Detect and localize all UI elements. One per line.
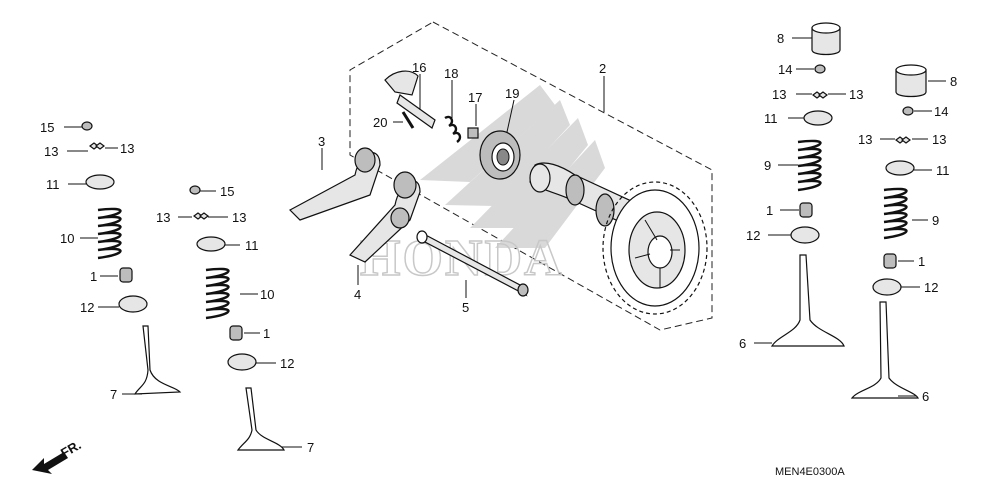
callout-13: 13 [232, 210, 246, 225]
valve-spring-left [97, 207, 122, 260]
callout-8: 8 [950, 74, 957, 89]
valve-left-inner [236, 387, 285, 451]
valve-spring-left-inner [205, 267, 230, 320]
callout-9: 9 [932, 213, 939, 228]
spring-seat-right-outer [872, 278, 902, 296]
callout-13: 13 [772, 87, 786, 102]
callout-19: 19 [505, 86, 519, 101]
callout-1: 1 [263, 326, 270, 341]
decompressor-weight [384, 70, 436, 129]
callout-15: 15 [220, 184, 234, 199]
cam-sprocket [602, 181, 708, 315]
callout-9: 9 [764, 158, 771, 173]
callout-2: 2 [599, 61, 606, 76]
callout-16: 16 [412, 60, 426, 75]
callout-20: 20 [373, 115, 387, 130]
honda-wing-watermark: HONDA [359, 85, 605, 288]
cotter-right-inner [812, 91, 828, 99]
callout-13: 13 [932, 132, 946, 147]
valve-lifter-right-inner [811, 22, 841, 56]
callout-13: 13 [858, 132, 872, 147]
decompressor-spring [444, 115, 462, 143]
camshaft-bearing [479, 130, 521, 180]
callout-12: 12 [746, 228, 760, 243]
cotter-left-inner [193, 212, 209, 220]
spring-retainer-left-inner [196, 236, 226, 252]
dowel-pin [401, 111, 415, 129]
spring-seat-left-inner [227, 353, 257, 371]
callout-12: 12 [280, 356, 294, 371]
rocker-shaft [416, 230, 529, 297]
rocker-arm [289, 147, 381, 221]
stem-seal-right-inner [799, 202, 813, 218]
callout-13: 13 [120, 141, 134, 156]
valve-stem-cap-left [81, 121, 93, 131]
callout-13: 13 [156, 210, 170, 225]
callout-17: 17 [468, 90, 482, 105]
valve-right-inner [770, 254, 845, 347]
stem-seal-right-outer [883, 253, 897, 269]
front-arrow-icon [32, 452, 68, 474]
callout-7: 7 [307, 440, 314, 455]
callout-5: 5 [462, 300, 469, 315]
spring-seat-left [118, 295, 148, 313]
callout-10: 10 [60, 231, 74, 246]
callout-1: 1 [766, 203, 773, 218]
cotter-left [89, 142, 105, 150]
assembly-boundary [349, 21, 713, 331]
stem-seal-left-inner [229, 325, 243, 341]
callout-labels: 15 13 13 11 10 1 12 7 15 13 13 11 10 1 1… [40, 31, 957, 455]
camshaft [529, 162, 641, 231]
callout-10: 10 [260, 287, 274, 302]
callout-7: 7 [110, 387, 117, 402]
callout-4: 4 [354, 287, 361, 302]
spring-retainer-right-inner [803, 110, 833, 126]
spring-retainer-left [85, 174, 115, 190]
spring-retainer-right-outer [885, 160, 915, 176]
callout-8: 8 [777, 31, 784, 46]
callout-11: 11 [46, 177, 60, 192]
rocker-arm-lower [349, 171, 421, 263]
callout-1: 1 [90, 269, 97, 284]
callout-14: 14 [934, 104, 948, 119]
callout-18: 18 [444, 66, 458, 81]
callout-6: 6 [739, 336, 746, 351]
decompressor-pin [467, 127, 479, 139]
callout-13: 13 [44, 144, 58, 159]
callout-15: 15 [40, 120, 54, 135]
callout-11: 11 [245, 238, 259, 253]
diagram-code: MEN4E0300A [775, 466, 845, 478]
valve-spring-right-outer [883, 187, 908, 240]
leader-lines [64, 37, 946, 448]
cotter-right-outer [895, 136, 911, 144]
callout-11: 11 [764, 111, 778, 126]
callout-12: 12 [924, 280, 938, 295]
callout-13: 13 [849, 87, 863, 102]
callout-11: 11 [936, 163, 950, 178]
stem-seal-left [119, 267, 133, 283]
callout-6: 6 [922, 389, 929, 404]
valve-stem-cap-right-inner [814, 64, 826, 74]
valve-lifter-right-outer [895, 64, 927, 98]
callout-3: 3 [318, 134, 325, 149]
valve-left [133, 325, 182, 395]
valve-right-outer [850, 301, 919, 399]
valve-stem-cap-left-inner [189, 185, 201, 195]
valve-spring-right-inner [797, 139, 822, 192]
valve-stem-cap-right-outer [902, 106, 914, 116]
spring-seat-right-inner [790, 226, 820, 244]
callout-12: 12 [80, 300, 94, 315]
callout-14: 14 [778, 62, 792, 77]
callout-1: 1 [918, 254, 925, 269]
